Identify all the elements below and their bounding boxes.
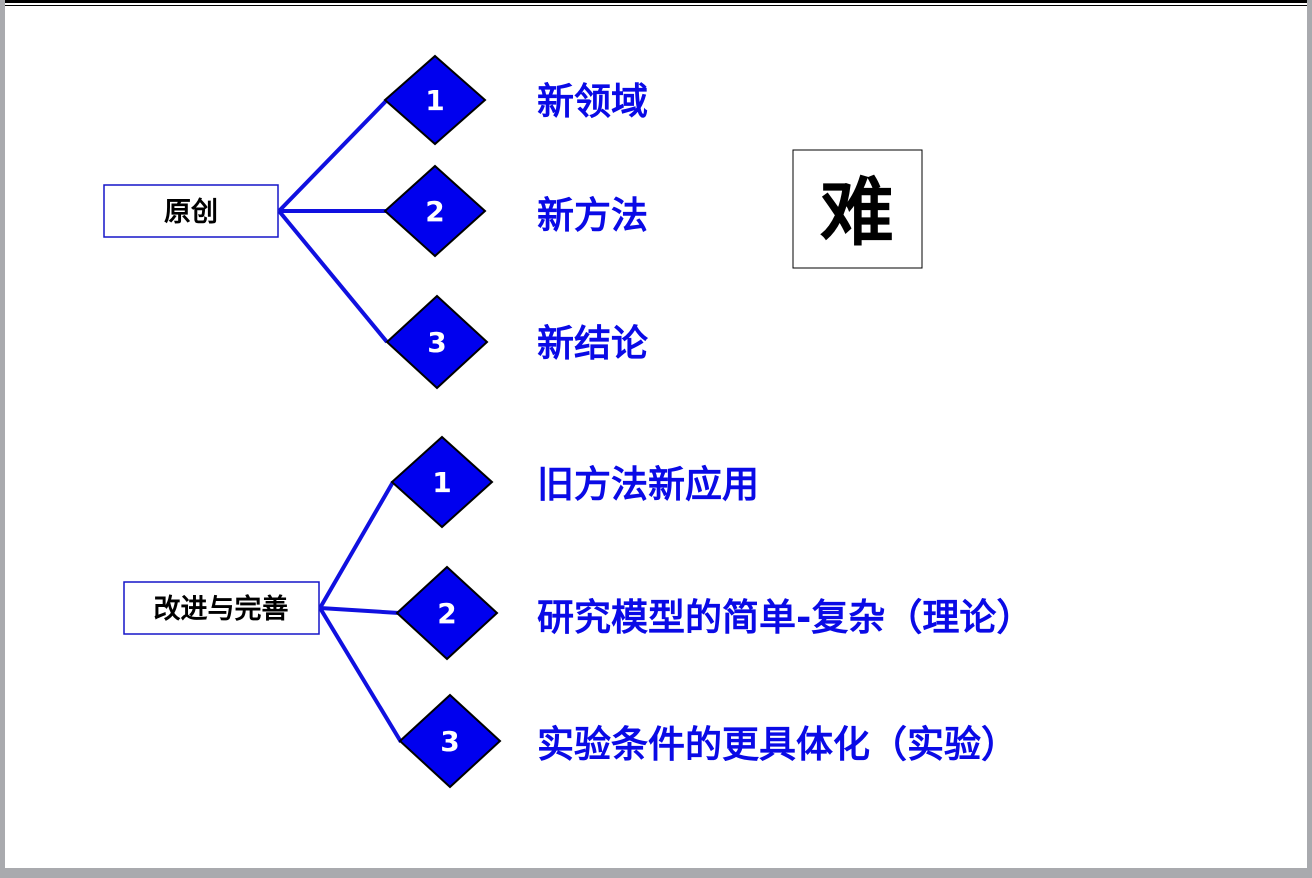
branch-label: 实验条件的更具体化（实验）	[537, 723, 1018, 766]
diamond-number: 1	[425, 84, 444, 117]
innovation-diagram: 原创 1 新领域 2 新方法 3 新结论 难 改进与完善 1 旧方法新应用	[103, 54, 1033, 789]
diamond-number: 2	[425, 195, 444, 228]
root-label: 改进与完善	[154, 593, 289, 625]
branch-label: 研究模型的简单-复杂（理论）	[537, 596, 1033, 639]
diamond-marker	[383, 164, 487, 258]
branch-label: 新结论	[537, 322, 649, 365]
root-label: 原创	[164, 197, 218, 228]
diamond-marker	[390, 435, 494, 529]
branch-label: 新方法	[537, 194, 648, 237]
callout-box	[792, 149, 923, 269]
connector-line	[318, 606, 403, 744]
top-rule-thin	[5, 5, 1307, 6]
diamond-marker	[398, 693, 502, 789]
callout-difficult: 难	[792, 149, 923, 269]
branch-label: 新领域	[537, 80, 648, 123]
connector-line	[319, 606, 400, 615]
diamond-marker	[395, 565, 499, 661]
group-original: 原创 1 新领域 2 新方法 3 新结论	[103, 54, 649, 390]
connector-line	[318, 480, 395, 610]
group-improvement: 改进与完善 1 旧方法新应用 2 研究模型的简单-复杂（理论） 3 实验条件的更…	[123, 435, 1033, 789]
slide: 原创 1 新领域 2 新方法 3 新结论 难 改进与完善 1 旧方法新应用	[5, 0, 1307, 868]
branch-label: 旧方法新应用	[537, 463, 759, 506]
top-rule	[5, 0, 1307, 3]
diamond-marker	[383, 54, 487, 146]
root-box	[123, 581, 320, 635]
callout-label: 难	[820, 170, 894, 256]
connector-line	[277, 209, 389, 344]
diamond-number: 3	[440, 725, 459, 758]
root-box	[103, 184, 279, 238]
diamond-number: 1	[432, 466, 451, 499]
diamond-number: 3	[427, 326, 446, 359]
diamond-marker	[385, 294, 489, 390]
connector-line	[277, 98, 389, 213]
diamond-number: 2	[437, 597, 456, 630]
